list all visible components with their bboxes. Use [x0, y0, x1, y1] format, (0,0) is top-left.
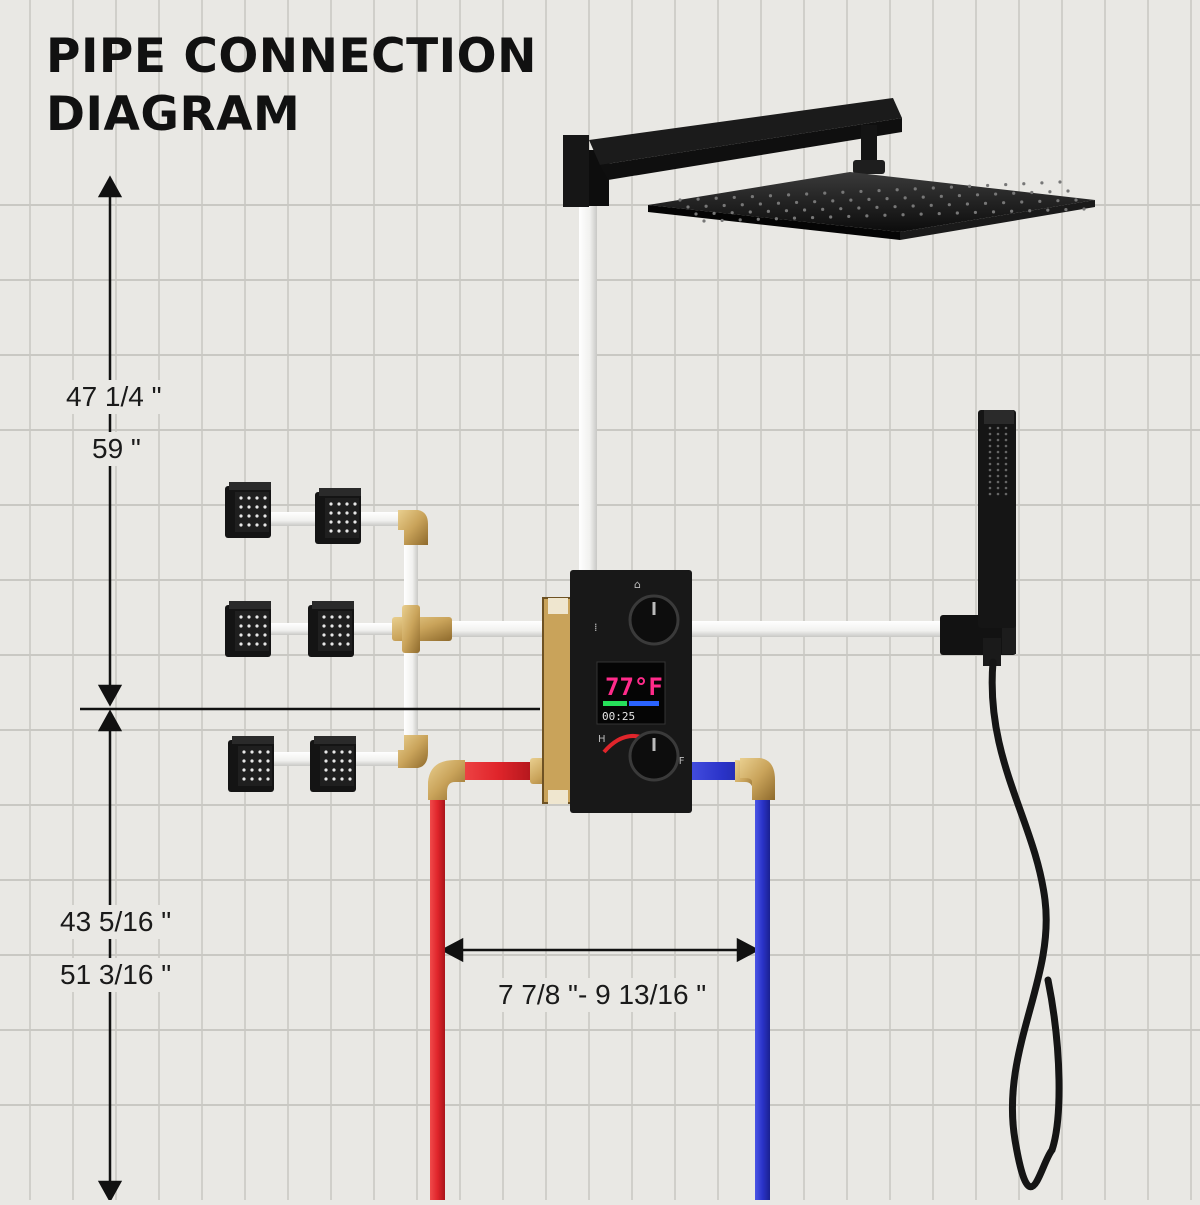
display-time: 00:25	[602, 710, 635, 723]
hot-pipe-horizontal	[455, 762, 540, 780]
lower-height-max: 51 3/16 "	[56, 958, 176, 992]
pipe-spacing: 7 7/8 "- 9 13/16 "	[494, 978, 711, 1012]
shower-head-plate	[648, 172, 1095, 232]
diverter-knob	[628, 594, 680, 646]
shower-hose	[988, 658, 1063, 1190]
body-jet-icon	[315, 488, 361, 544]
title-line-1: PIPE CONNECTION	[46, 29, 537, 84]
upper-height-min: 47 1/4 "	[62, 380, 166, 414]
body-jet-icon	[225, 601, 271, 657]
hot-pipe-vertical	[430, 785, 445, 1200]
hot-cold-supply	[428, 745, 775, 1200]
title-line-2: DIAGRAM	[46, 87, 301, 142]
white-supply-pipes	[240, 200, 945, 766]
lower-height-min: 43 5/16 "	[56, 905, 176, 939]
brass-fittings	[392, 510, 452, 768]
display-temperature: 77°F	[605, 673, 663, 701]
hand-shower-wand	[978, 410, 1016, 628]
cold-pipe-vertical	[755, 785, 770, 1200]
lcd-display	[596, 661, 666, 725]
body-jet-icon	[225, 482, 271, 538]
body-jet-icon	[308, 601, 354, 657]
hot-elbow	[428, 760, 465, 800]
mixing-valve: ⌂ ⁞ 77°F 00:25 H FF	[542, 570, 692, 813]
hand-shower	[940, 410, 1063, 1190]
page-title: PIPE CONNECTION DIAGRAM	[46, 28, 537, 144]
body-jets	[225, 482, 361, 792]
body-jet-mark-icon: ⁞	[594, 621, 598, 634]
thermostatic-knob	[628, 730, 680, 782]
hot-label: H	[598, 734, 606, 745]
rain-shower-head	[563, 98, 1095, 240]
body-jet-icon	[228, 736, 274, 792]
upper-height-max: 59 "	[88, 432, 145, 466]
shower-head-mark-icon: ⌂	[634, 578, 641, 591]
body-jet-icon	[310, 736, 356, 792]
